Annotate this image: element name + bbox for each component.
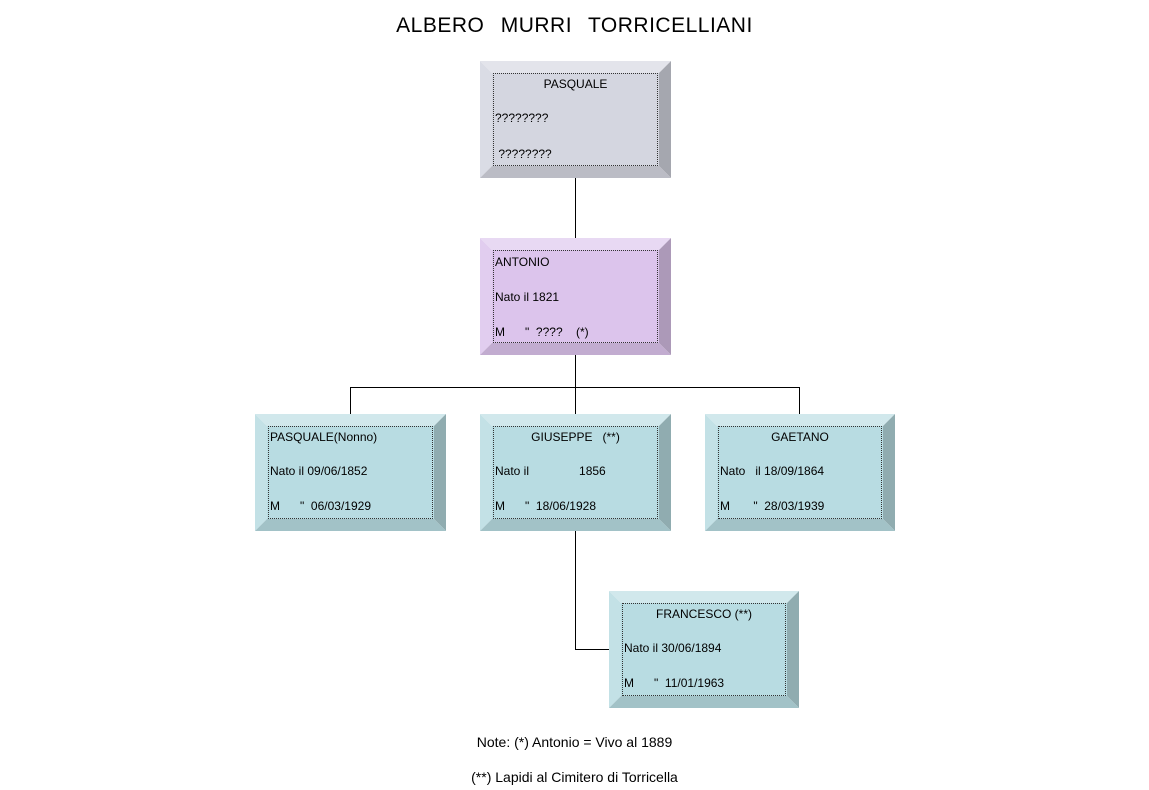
bevel-frame [480,414,671,531]
bevel-frame [480,61,671,178]
bevel-top [480,61,671,73]
node-birth: ???????? [495,111,549,125]
node-pasquale-root[interactable]: PASQUALE ???????? ???????? [480,61,671,178]
node-gaetano[interactable]: GAETANO Nato il 18/09/1864 M " 28/03/193… [705,414,895,531]
bevel-bottom [480,343,671,355]
connector-to-pasquale-nonno [350,387,351,414]
node-death: M " ???? (*) [495,325,589,339]
node-face [492,73,659,166]
node-giuseppe[interactable]: GIUSEPPE (**) Nato il 1856 M " 18/06/192… [480,414,671,531]
node-death: M " 18/06/1928 [495,499,596,513]
connector-antonio-down [575,354,576,387]
node-death: M " 28/03/1939 [720,499,825,513]
bevel-bottom [255,519,446,531]
node-face [717,426,883,519]
bevel-frame [609,591,799,708]
bevel-right [659,61,671,178]
node-content: PASQUALE(Nonno) Nato il 09/06/1852 M " 0… [268,426,433,519]
bevel-left [480,61,492,178]
node-name: ANTONIO [495,255,550,269]
node-birth: Nato il 1856 [495,464,606,478]
note-antonio: Note: (*) Antonio = Vivo al 1889 [476,734,673,750]
bevel-bottom [705,519,895,531]
bevel-frame [480,238,671,355]
connector-pasquale-antonio [575,177,576,239]
bevel-top [705,414,895,426]
bevel-right [883,414,895,531]
page-title: ALBERO MURRI TORRICELLIANI [396,14,753,37]
bevel-right [659,238,671,355]
node-content: GAETANO Nato il 18/09/1864 M " 28/03/193… [718,426,882,519]
bevel-frame [705,414,895,531]
node-content: GIUSEPPE (**) Nato il 1856 M " 18/06/192… [493,426,658,519]
bevel-top [609,591,799,603]
bevel-bottom [480,519,671,531]
node-death: ???????? [495,147,552,161]
bevel-frame [255,414,446,531]
bevel-right [434,414,446,531]
node-birth: Nato il 18/09/1864 [720,464,825,478]
bevel-bottom [480,166,671,178]
bevel-left [609,591,621,708]
node-content: FRANCESCO (**) Nato il 30/06/1894 M " 11… [622,603,786,696]
node-birth: Nato il 09/06/1852 [270,464,368,478]
node-antonio[interactable]: ANTONIO Nato il 1821 M " ???? (*) [480,238,671,355]
bevel-left [480,238,492,355]
bevel-right [787,591,799,708]
bevel-left [255,414,267,531]
node-face [492,426,659,519]
node-death: M " 06/03/1929 [270,499,371,513]
node-face [621,603,787,696]
node-content: ANTONIO Nato il 1821 M " ???? (*) [493,250,658,343]
connector-to-gaetano [799,387,800,414]
connector-to-giuseppe [575,387,576,414]
node-francesco[interactable]: FRANCESCO (**) Nato il 30/06/1894 M " 11… [609,591,799,708]
node-birth: Nato il 30/06/1894 [624,641,722,655]
bevel-top [480,414,671,426]
node-name: GAETANO [771,430,829,444]
connector-to-francesco [575,649,609,650]
bevel-top [255,414,446,426]
node-death: M " 11/01/1963 [624,676,725,690]
bevel-top [480,238,671,250]
node-content: PASQUALE ???????? ???????? [493,73,658,166]
node-face [492,250,659,343]
node-birth: Nato il 1821 [495,290,560,304]
bevel-left [480,414,492,531]
node-name: PASQUALE(Nonno) [270,430,378,444]
node-name: PASQUALE [543,77,608,91]
node-name: FRANCESCO (**) [655,607,752,621]
connector-giuseppe-down [575,530,576,650]
bevel-right [659,414,671,531]
bevel-left [705,414,717,531]
bevel-bottom [609,696,799,708]
node-name: GIUSEPPE (**) [531,430,620,444]
node-pasquale-nonno[interactable]: PASQUALE(Nonno) Nato il 09/06/1852 M " 0… [255,414,446,531]
note-lapidi: (**) Lapidi al Cimitero di Torricella [471,769,678,785]
node-face [267,426,434,519]
